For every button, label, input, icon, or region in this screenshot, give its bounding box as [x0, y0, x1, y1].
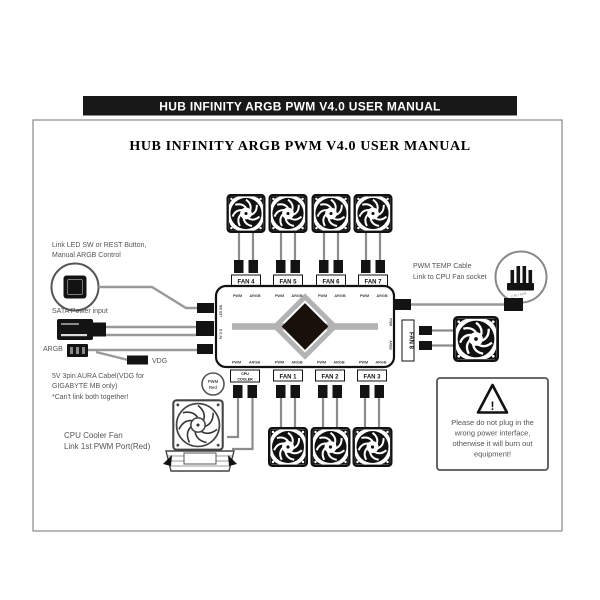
cpu-cooler-heatsink-icon — [163, 450, 237, 472]
reset-button-icon — [63, 275, 87, 299]
hub-port-label: ARGB — [291, 294, 302, 298]
banner-title: HUB INFINITY ARGB PWM V4.0 USER MANUAL — [159, 100, 440, 114]
argb-note: ARGB — [43, 346, 63, 353]
bottom-fan-cables — [227, 398, 381, 451]
pwm-red-badge-label: PWM — [208, 379, 219, 384]
bottom-label-boxes — [230, 369, 387, 383]
fan1-icon — [268, 427, 308, 467]
pwm-red-badge-label: Red — [209, 385, 217, 390]
pwm-temp-hub-connector-icon — [395, 299, 411, 310]
cpu-cooler-port-label: COOLER — [237, 377, 253, 381]
hub-top-ports: PWM ARGB PWM ARGB PWM ARGB PWM ARGB — [233, 294, 388, 298]
sata-connector-icon — [57, 319, 106, 340]
hub-port-label: PWM — [233, 294, 242, 298]
led-sw-note: Link LED SW or REST Button, — [52, 242, 146, 249]
sata-hub-connector-icon — [196, 321, 214, 336]
led-sw-cable — [98, 285, 198, 310]
fan8-icon — [453, 316, 499, 362]
hub-center-trace — [232, 293, 378, 360]
hub-port-label: PWM — [317, 361, 326, 365]
warning-triangle-icon — [476, 383, 509, 414]
vdg-label: VDG — [152, 358, 167, 365]
hub-right-port-label: PWM — [389, 318, 393, 326]
fan7-label: FAN 7 — [364, 279, 382, 285]
fan3-label: FAN 3 — [363, 374, 381, 380]
warning-box: ! Please do not plug in the wrong power … — [436, 377, 549, 471]
hub-bottom-ports: PWM ARGB PWM ARGB PWM ARGB PWM ARGB — [232, 361, 387, 365]
hub-port-label: ARGB — [375, 361, 386, 365]
aura-note: 5V 3pin AURA Cabel(VDG for — [52, 373, 145, 380]
led-sw-note: Manual ARGB Control — [52, 252, 121, 259]
fan8-label: FAN 8 — [408, 332, 414, 350]
hub-port-label: ARGB — [291, 361, 302, 365]
hub-port-label: PWM — [318, 294, 327, 298]
top-fan-cables — [237, 233, 382, 260]
cpu-fan-header-icon — [507, 266, 534, 291]
fan5-label: FAN 5 — [279, 279, 297, 285]
vdg-cable — [95, 350, 129, 362]
fan4-icon — [226, 194, 266, 233]
fan2-icon — [310, 427, 351, 467]
aura-warning-note: *Can't link both together! — [52, 394, 128, 401]
fan6-icon — [311, 194, 351, 233]
page-title: HUB INFINITY ARGB PWM V4.0 USER MANUAL — [129, 139, 470, 154]
cpu-cooler-port-label: CPU — [241, 372, 249, 376]
hub-port-label: ARGB — [376, 294, 387, 298]
hub-right-port-label: ARGB — [389, 340, 393, 350]
cpu-cooler-fan-icon — [172, 399, 224, 451]
vdg-connector-icon — [127, 355, 148, 365]
hub-left-port-label: LED SW — [219, 305, 223, 317]
aura-note: GIGABYTE MB only) — [52, 383, 117, 390]
top-fan-connectors — [234, 260, 385, 273]
warning-mark: ! — [491, 399, 495, 413]
hub-port-label: PWM — [275, 294, 284, 298]
led-sw-connector-icon — [197, 303, 214, 313]
hub-port-label: PWM — [275, 361, 284, 365]
cpu-fan-socket-label: CPU FAN — [511, 291, 527, 298]
hub-port-label: ARGB — [333, 361, 344, 365]
page-border — [32, 119, 563, 532]
argb-connector-icon — [67, 344, 88, 357]
warning-text: equipment! — [474, 450, 511, 459]
warning-text: wrong power interface, — [454, 429, 531, 438]
fan5-icon — [268, 194, 308, 233]
fan8-label-box — [401, 319, 415, 362]
cpu-cooler-note: Link 1st PWM Port(Red) — [64, 442, 151, 451]
banner-bar — [83, 96, 517, 116]
warning-text: otherwise it will burn out — [452, 439, 533, 448]
fan2-label: FAN 2 — [321, 374, 339, 380]
fan3-icon — [352, 427, 393, 467]
fan1-label: FAN 1 — [279, 374, 297, 380]
hub-port-label: PWM — [359, 361, 368, 365]
argb-hub-connector-icon — [197, 344, 213, 354]
warning-text: Please do not plug in the — [451, 418, 534, 427]
fan8-connector-icon — [419, 341, 432, 350]
hub-port-label: ARGB — [249, 294, 260, 298]
fan6-label: FAN 6 — [322, 279, 340, 285]
cpu-cooler-note: CPU Cooler Fan — [64, 431, 123, 440]
hub-port-label: PWM — [232, 361, 241, 365]
fan4-label: FAN 4 — [237, 279, 255, 285]
hub-left-port-label: 5V D G — [219, 328, 223, 339]
fan7-icon — [353, 194, 393, 233]
bottom-fan-connectors — [233, 385, 384, 398]
fan8-connector-icon — [419, 326, 432, 335]
sata-note: SATA Power input — [52, 308, 108, 315]
pwm-temp-end-connector-icon — [504, 298, 523, 311]
pwm-temp-note: PWM TEMP Cable — [413, 263, 472, 270]
pwm-temp-note: Link to CPU Fan socket — [413, 274, 487, 281]
hub-port-label: ARGB — [249, 361, 260, 365]
pwm-red-badge — [201, 372, 225, 396]
hub-port-label: PWM — [360, 294, 369, 298]
hub-port-label: ARGB — [334, 294, 345, 298]
hub-diamond — [281, 303, 329, 350]
